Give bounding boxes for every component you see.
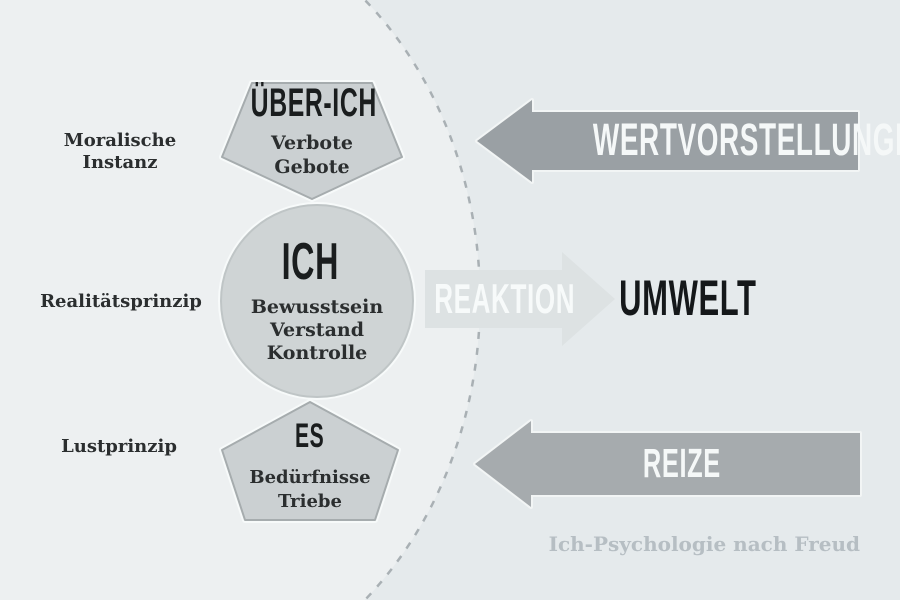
- wertvorstellungen-arrow-label: WERTVORSTELLUNGEN: [488, 117, 900, 163]
- es-title-text: ES: [295, 417, 325, 455]
- reize-arrow-label: REIZE: [532, 442, 832, 484]
- reaktion-arrow-label-text: REAKTION: [434, 275, 576, 322]
- reaktion-arrow: [425, 252, 615, 346]
- ich-circle: [220, 204, 414, 398]
- reaktion-arrow-label: REAKTION: [355, 278, 655, 320]
- es-subtext: Bedürfnisse Triebe: [249, 467, 371, 512]
- wertvorstellungen-arrow-label-text: WERTVORSTELLUNGEN: [592, 114, 900, 165]
- ich-title-text: ICH: [281, 233, 339, 291]
- umwelt-label-text: UMWELT: [619, 270, 757, 326]
- ueber-ich-subtext: Verbote Gebote: [271, 132, 353, 178]
- diagram-caption: Ich-Psychologie nach Freud: [548, 532, 860, 556]
- reize-arrow-label-text: REIZE: [643, 440, 721, 486]
- es-title: ES: [210, 417, 410, 455]
- umwelt-label: UMWELT: [568, 273, 808, 323]
- label-lustprinzip: Lustprinzip: [61, 436, 177, 457]
- label-realitaetsprinzip: Realitätsprinzip: [40, 291, 202, 312]
- ueber-ich-title: ÜBER-ICH: [212, 81, 412, 125]
- reize-arrow: [475, 421, 860, 507]
- ich-title: ICH: [210, 233, 410, 291]
- wertvorstellungen-arrow: [477, 100, 858, 182]
- ich-subtext: Bewusstsein Verstand Kontrolle: [250, 296, 384, 364]
- ueber-ich-pentagon: [221, 82, 403, 200]
- es-pentagon: [221, 401, 399, 521]
- label-moralische-instanz: Moralische Instanz: [63, 130, 177, 173]
- ueber-ich-title-text: ÜBER-ICH: [250, 81, 377, 125]
